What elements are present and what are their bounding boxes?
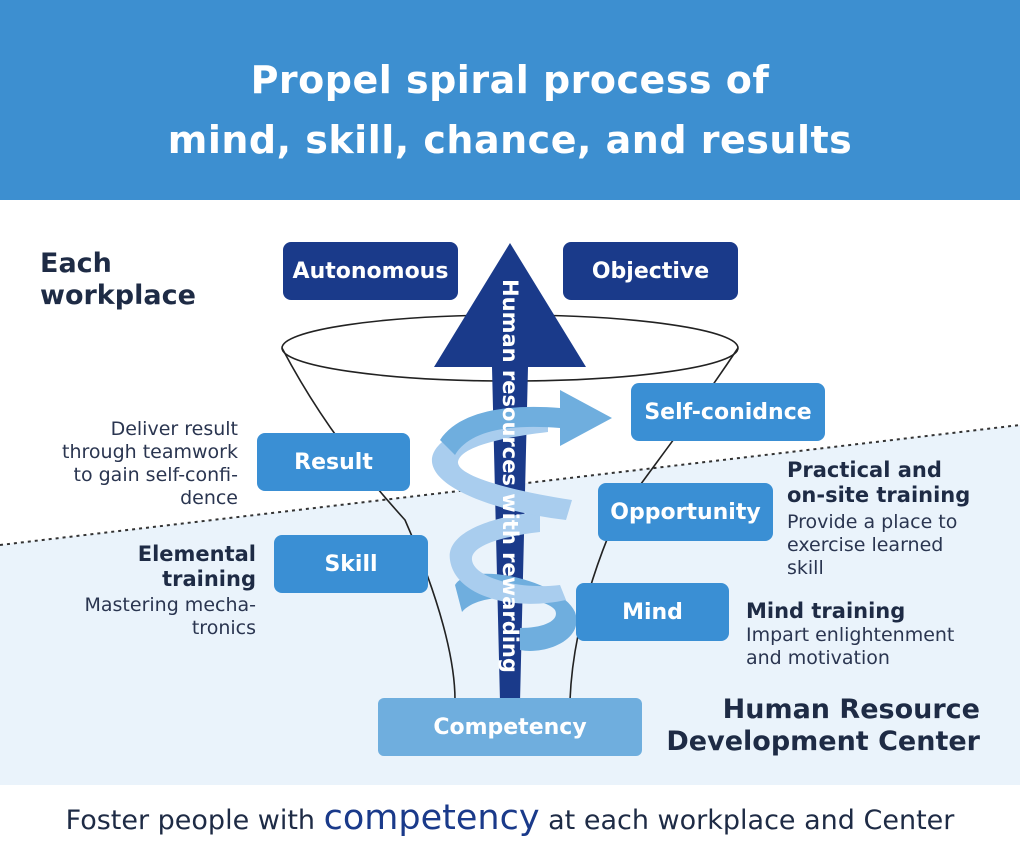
- self-confidence-box: Self-conidnce: [631, 383, 825, 441]
- header-banner: [0, 0, 1020, 200]
- arrow-label: Human resources with rewarding: [498, 279, 522, 673]
- footer-highlight: competency: [323, 798, 540, 838]
- each-workplace-label: Each workplace: [40, 248, 196, 311]
- spiral-band-mid: [449, 512, 566, 604]
- mind-training-annotation: Mind training Impart enlightenment and m…: [746, 599, 954, 670]
- funnel-left-side: [281, 347, 456, 701]
- footer-prefix: Foster people with: [65, 805, 316, 836]
- practical-training-desc: Provide a place to exercise learned skil…: [787, 511, 958, 579]
- elemental-training-desc: Mastering mecha- tronics: [84, 594, 257, 639]
- title-line-1: Propel spiral process of: [250, 58, 770, 102]
- skill-box: Skill: [274, 535, 428, 593]
- autonomous-box: Autonomous: [283, 242, 458, 300]
- spiral-arrow-top: [440, 390, 612, 455]
- page-title: Propel spiral process of mind, skill, ch…: [0, 50, 1020, 170]
- mind-training-title: Mind training: [746, 599, 906, 623]
- practical-training-annotation: Practical and on-site training Provide a…: [787, 458, 970, 580]
- practical-training-title: Practical and on-site training: [787, 458, 971, 507]
- result-box: Result: [257, 433, 410, 491]
- opportunity-box: Opportunity: [598, 483, 773, 541]
- competency-box: Competency: [378, 698, 642, 756]
- hrdc-label: Human Resource Development Center: [666, 694, 980, 757]
- elemental-training-title: Elemental training: [137, 542, 256, 591]
- mind-training-desc: Impart enlightenment and motivation: [746, 624, 955, 669]
- footer-caption: Foster people with competency at each wo…: [0, 798, 1020, 838]
- objective-box: Objective: [563, 242, 738, 300]
- mind-box: Mind: [576, 583, 729, 641]
- title-line-2: mind, skill, chance, and results: [167, 118, 853, 162]
- result-description: Deliver result through teamwork to gain …: [62, 418, 238, 509]
- upward-arrow: [434, 243, 586, 702]
- elemental-training-annotation: Elemental training Mastering mecha- tron…: [20, 542, 257, 640]
- footer-suffix: at each workplace and Center: [548, 805, 955, 836]
